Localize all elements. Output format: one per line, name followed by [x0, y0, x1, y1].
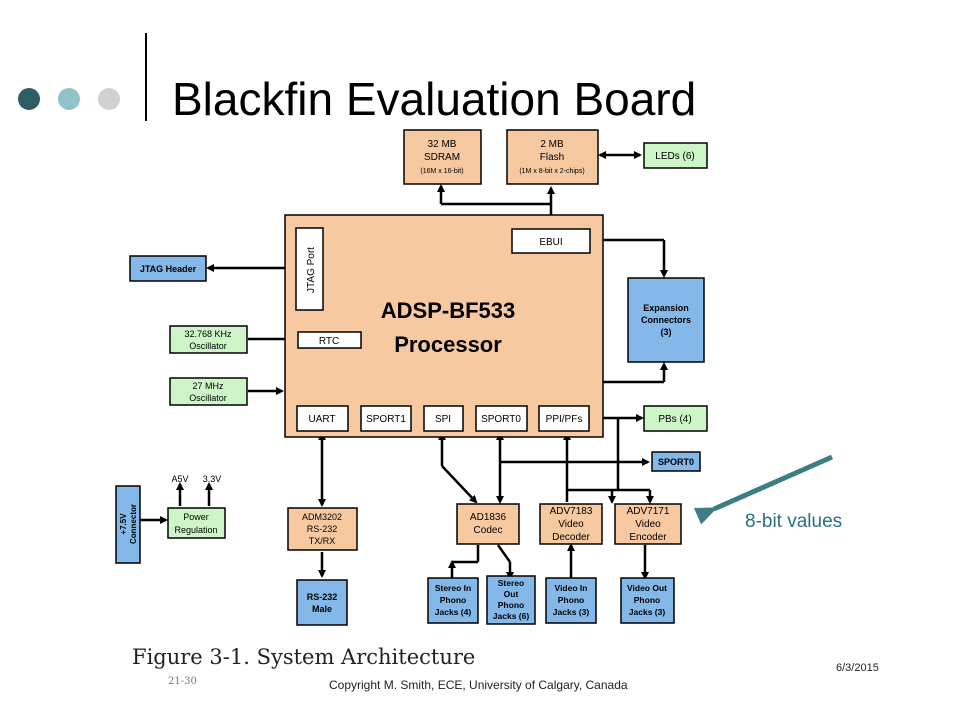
rtc-label: RTC: [319, 336, 339, 347]
power-line-1: Power: [183, 512, 209, 522]
rs232-line-2: Male: [312, 604, 332, 614]
v33-label: 3.3V: [203, 474, 222, 484]
processor-name: ADSP-BF533: [381, 298, 515, 323]
adv7171-line-1: ADV7171: [627, 506, 670, 517]
ad1836-codec-box: AD1836 Codec: [456, 503, 520, 545]
slide-title: Blackfin Evaluation Board: [172, 73, 697, 125]
bullet-dot-dark: [18, 88, 40, 110]
adv7171-line-3: Encoder: [629, 532, 667, 543]
osc2-line-2: Oscillator: [189, 393, 227, 403]
title-divider: [145, 33, 147, 121]
adv7183-line-2: Video: [558, 519, 584, 530]
sport1-label: SPORT1: [366, 414, 406, 425]
slide-date: 6/3/2015: [836, 662, 879, 674]
stereo-in-line-1: Stereo In: [435, 583, 471, 593]
stereo-out-line-4: Jacks (6): [493, 611, 530, 621]
expansion-line-1: Expansion: [643, 303, 689, 313]
stereo-in-line-3: Jacks (4): [435, 607, 472, 617]
ad1836-line-2: Codec: [474, 525, 503, 536]
flash-line-2: Flash: [540, 152, 564, 163]
sdram-line-2: SDRAM: [424, 152, 460, 163]
ppi-box: PPI/PFs: [538, 405, 590, 432]
oscillator-32khz-box: 32.768 KHz Oscillator: [169, 325, 248, 354]
connector-line-2: Connector: [129, 504, 138, 544]
oscillator-27mhz-box: 27 MHz Oscillator: [169, 377, 248, 406]
expansion-connectors-box: Expansion Connectors (3): [627, 277, 705, 363]
flash-line-1: 2 MB: [540, 139, 564, 150]
video-in-line-1: Video In: [555, 583, 588, 593]
video-out-line-2: Phono: [634, 595, 660, 605]
sport0-connector-box: SPORT0: [651, 451, 701, 472]
adv7183-line-3: Decoder: [552, 532, 590, 543]
figure-caption: Figure 3-1. System Architecture: [132, 645, 476, 669]
stereo-out-line-3: Phono: [498, 600, 524, 610]
jtag-port-label: JTAG Port: [306, 247, 317, 293]
jtag-header-label: JTAG Header: [140, 264, 197, 274]
video-out-jacks-box: Video Out Phono Jacks (3): [620, 577, 675, 624]
stereo-in-jacks-box: Stereo In Phono Jacks (4): [427, 577, 479, 624]
pbs-box: PBs (4): [643, 405, 708, 432]
power-regulation-box: Power Regulation: [167, 507, 226, 539]
bullet-dot-mid: [58, 88, 80, 110]
osc2-line-1: 27 MHz: [192, 381, 224, 391]
expansion-line-3: (3): [661, 327, 672, 337]
figure-page-ref: 21-30: [168, 676, 197, 687]
power-line-2: Regulation: [174, 525, 217, 535]
video-in-jacks-box: Video In Phono Jacks (3): [545, 577, 597, 624]
flash-line-3: (1M x 8-bit x 2-chips): [519, 168, 584, 175]
power-connector-box: +7.5V Connector: [115, 485, 141, 564]
uart-label: UART: [308, 414, 335, 425]
stereo-out-line-1: Stereo: [498, 578, 524, 588]
ebui-label: EBUI: [539, 237, 562, 248]
pbs-label: PBs (4): [658, 414, 691, 425]
adv7171-encoder-box: ADV7171 Video Encoder: [614, 503, 682, 545]
adm-line-1: ADM3202: [302, 512, 342, 522]
jtag-header-box: JTAG Header: [129, 255, 207, 282]
rtc-box: RTC: [297, 331, 362, 349]
sdram-line-3: (16M x 16-bit): [420, 168, 463, 175]
sdram-line-1: 32 MB: [428, 139, 457, 150]
stereo-out-line-2: Out: [504, 589, 519, 599]
sport0-box: SPORT0: [475, 405, 528, 432]
ppi-label: PPI/PFs: [546, 414, 583, 425]
adm3202-box: ADM3202 RS-232 TX/RX: [287, 507, 358, 551]
sport0-label: SPORT0: [481, 414, 521, 425]
sdram-box: 32 MB SDRAM (16M x 16-bit): [403, 129, 482, 185]
adv7171-line-2: Video: [635, 519, 661, 530]
adm-line-3: TX/RX: [309, 536, 336, 546]
a5v-label: A5V: [171, 474, 188, 484]
ebui-box: EBUI: [511, 228, 591, 254]
video-in-line-2: Phono: [558, 595, 584, 605]
video-out-line-1: Video Out: [627, 583, 667, 593]
video-out-line-3: Jacks (3): [629, 607, 666, 617]
processor-label: Processor: [394, 332, 502, 357]
leds-box: LEDs (6): [643, 142, 708, 169]
uart-box: UART: [296, 405, 349, 432]
bullet-dot-light: [98, 88, 120, 110]
annotation-label: 8-bit values: [745, 511, 843, 532]
ad1836-line-1: AD1836: [470, 512, 507, 523]
osc1-line-1: 32.768 KHz: [184, 329, 232, 339]
osc1-line-2: Oscillator: [189, 341, 227, 351]
sport1-box: SPORT1: [360, 405, 412, 432]
connector-line-1: +7.5V: [119, 513, 128, 535]
expansion-line-2: Connectors: [641, 315, 691, 325]
spi-label: SPI: [435, 414, 451, 425]
annotation-arrow: [693, 454, 834, 525]
flash-box: 2 MB Flash (1M x 8-bit x 2-chips): [506, 129, 599, 185]
rs232-line-1: RS-232: [307, 592, 338, 602]
video-in-line-3: Jacks (3): [553, 607, 590, 617]
adv7183-line-1: ADV7183: [550, 506, 593, 517]
adv7183-decoder-box: ADV7183 Video Decoder: [539, 503, 603, 545]
copyright-footer: Copyright M. Smith, ECE, University of C…: [329, 678, 628, 692]
leds-label: LEDs (6): [655, 151, 694, 162]
rs232-male-box: RS-232 Male: [296, 579, 348, 626]
spi-box: SPI: [423, 405, 464, 432]
stereo-out-jacks-box: Stereo Out Phono Jacks (6): [486, 575, 536, 625]
stereo-in-line-2: Phono: [440, 595, 466, 605]
adm-line-2: RS-232: [307, 524, 338, 534]
sport0-connector-label: SPORT0: [658, 457, 694, 467]
jtag-port-box: JTAG Port: [295, 227, 324, 311]
